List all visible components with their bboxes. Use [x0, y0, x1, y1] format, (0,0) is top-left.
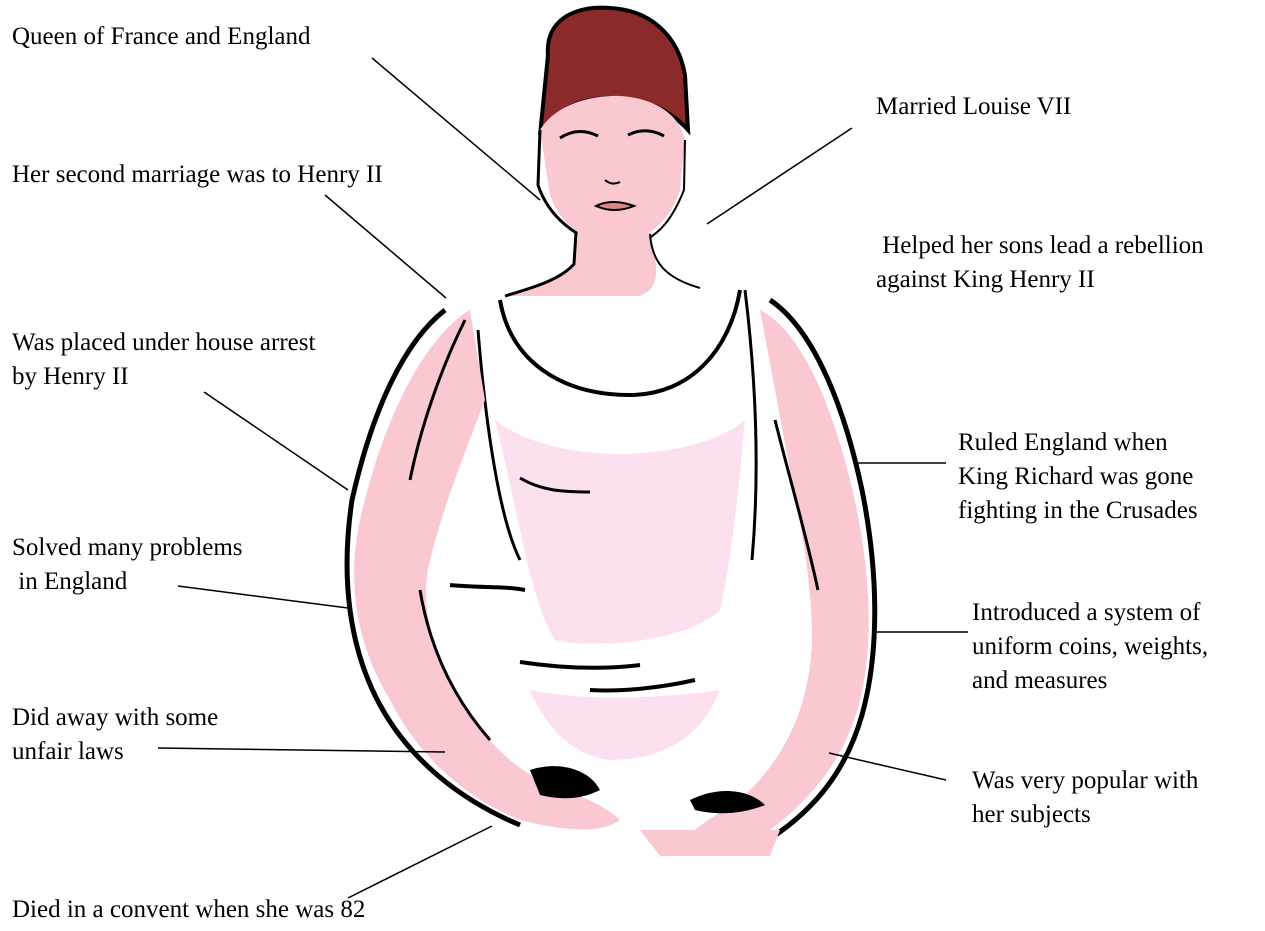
label-line: against King Henry II: [876, 263, 1204, 297]
leader-line-queen: [372, 58, 540, 200]
label-died: Died in a convent when she was 82: [12, 893, 365, 927]
label-line: Married Louise VII: [876, 90, 1071, 124]
label-married: Married Louise VII: [876, 90, 1071, 124]
label-line: Helped her sons lead a rebellion: [876, 229, 1204, 263]
label-line: in England: [12, 565, 243, 599]
label-line: Ruled England when: [958, 426, 1198, 460]
label-line: unfair laws: [12, 735, 218, 769]
label-line: uniform coins, weights,: [972, 630, 1208, 664]
label-house-arrest: Was placed under house arrest by Henry I…: [12, 326, 315, 394]
label-problems: Solved many problems in England: [12, 531, 243, 599]
leader-line-second-marriage: [325, 195, 446, 298]
label-line: Solved many problems: [12, 531, 243, 565]
label-line: her subjects: [972, 798, 1198, 832]
label-line: Was very popular with: [972, 764, 1198, 798]
label-queen: Queen of France and England: [12, 20, 311, 54]
mouth: [596, 202, 634, 210]
label-line: by Henry II: [12, 360, 315, 394]
label-popular: Was very popular with her subjects: [972, 764, 1198, 832]
label-line: Died in a convent when she was 82: [12, 893, 365, 927]
leader-line-popular: [829, 753, 946, 780]
label-line: Introduced a system of: [972, 596, 1208, 630]
label-line: Queen of France and England: [12, 20, 311, 54]
label-line: and measures: [972, 664, 1208, 698]
label-line: fighting in the Crusades: [958, 494, 1198, 528]
neck-right-outline: [650, 234, 700, 288]
label-line: Her second marriage was to Henry II: [12, 158, 383, 192]
label-coins: Introduced a system of uniform coins, we…: [972, 596, 1208, 698]
label-line: Did away with some: [12, 701, 218, 735]
leader-line-died: [348, 826, 492, 898]
leader-line-house-arrest: [204, 392, 348, 490]
neck-shape: [505, 228, 656, 296]
label-ruled-england: Ruled England when King Richard was gone…: [958, 426, 1198, 528]
label-line: Was placed under house arrest: [12, 326, 315, 360]
left-hand: [530, 766, 600, 798]
label-rebellion: Helped her sons lead a rebellion against…: [876, 229, 1204, 297]
label-second-marriage: Her second marriage was to Henry II: [12, 158, 383, 192]
bottom-fill: [640, 830, 780, 856]
label-line: King Richard was gone: [958, 460, 1198, 494]
leader-line-married: [707, 128, 852, 224]
label-unfair-laws: Did away with some unfair laws: [12, 701, 218, 769]
